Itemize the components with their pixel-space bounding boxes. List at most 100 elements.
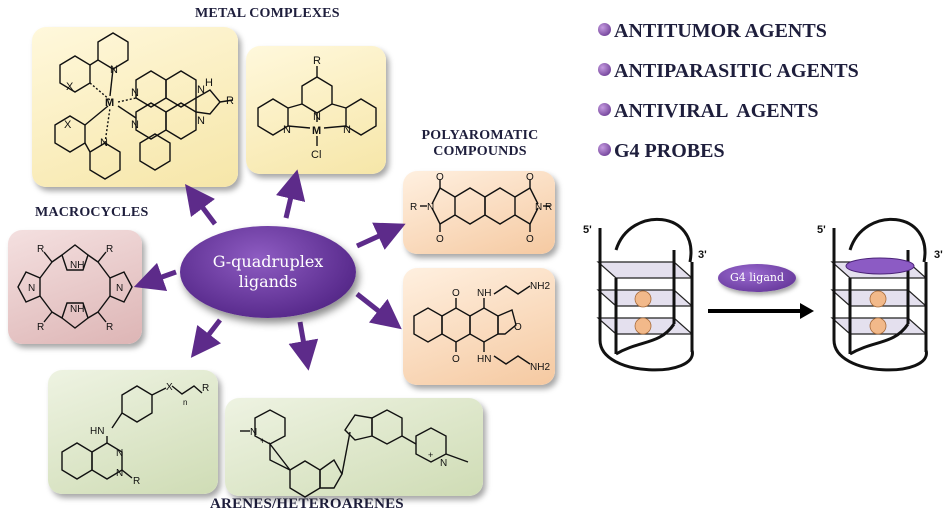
activity-antiparasitic-label: ANTIPARASITIC AGENTS bbox=[614, 60, 859, 82]
activity-antitumor-label: ANTITUMOR AGENTS bbox=[614, 20, 827, 42]
atom-n-15: N bbox=[116, 468, 123, 479]
atom-r-7: R bbox=[37, 322, 44, 333]
atom-n-3: N bbox=[131, 87, 139, 99]
atom-r-4: R bbox=[545, 202, 552, 213]
atom-n-11: N bbox=[535, 202, 542, 213]
atom-n-10: N bbox=[427, 202, 434, 213]
atom-n-4: N bbox=[131, 119, 139, 131]
center-label-line2: ligands bbox=[238, 272, 298, 291]
porphyrin-labels: NH NH N N R R R R bbox=[28, 244, 123, 333]
metal-complex-2-structure bbox=[257, 66, 377, 146]
naphthalene-diimide-structure bbox=[420, 180, 550, 232]
activity-antiviral-label: ANTIVIRAL AGENTS bbox=[614, 100, 819, 122]
atom-r-3: R bbox=[410, 202, 417, 213]
arrow-to-arene-1 bbox=[190, 318, 222, 358]
atom-o-2: O bbox=[526, 172, 534, 183]
atom-m-1: M bbox=[105, 97, 114, 109]
metal-complex-1-labels: M X X N N N N N N H R bbox=[64, 64, 234, 149]
activity-g4-probes-label: G4 PROBES bbox=[614, 140, 725, 162]
metal-complex-1-structure bbox=[54, 32, 234, 180]
atom-r-10: R bbox=[133, 476, 140, 487]
atom-r-6: R bbox=[106, 244, 113, 255]
arrow-to-metal-1 bbox=[185, 184, 217, 226]
g4-ligand-pill: G4 ligand bbox=[718, 264, 796, 292]
atom-o-7: O bbox=[514, 322, 522, 333]
arenes-title: ARENES/HETEROARENES bbox=[210, 496, 404, 512]
atom-n-14: N bbox=[116, 448, 123, 459]
polyaromatic-box-2 bbox=[403, 268, 555, 385]
atom-r-1: R bbox=[226, 95, 234, 107]
atom-n-8: N bbox=[283, 124, 291, 136]
atom-nh-2: NH bbox=[70, 260, 84, 271]
bullet-icon bbox=[598, 23, 611, 36]
center-label-line1: G-quadruplex bbox=[212, 252, 324, 271]
atom-r-2: R bbox=[313, 55, 321, 67]
bullet-icon bbox=[598, 143, 611, 156]
atom-o-1: O bbox=[436, 172, 444, 183]
strand-5prime-label-2: 5' bbox=[817, 224, 826, 236]
g-quadruplex-free: 5' 3' bbox=[583, 217, 707, 372]
cation-4 bbox=[869, 317, 887, 335]
naphthalene-diimide-labels: N N R R O O O O bbox=[410, 172, 552, 245]
pyridinium-labels: N + N + bbox=[250, 427, 447, 469]
atom-n-1: N bbox=[110, 64, 118, 76]
metal-complexes-title: METAL COMPLEXES bbox=[195, 6, 340, 21]
anthraquinone-structure bbox=[413, 285, 531, 365]
atom-n-12: N bbox=[28, 283, 35, 294]
strand-5prime-label-1: 5' bbox=[583, 224, 592, 236]
atom-x-2: X bbox=[64, 119, 72, 131]
strand-3prime-label-1: 3' bbox=[698, 249, 707, 261]
atom-n-subscript: n bbox=[183, 398, 187, 407]
atom-n-17: N bbox=[440, 458, 447, 469]
cation-1 bbox=[634, 290, 652, 308]
bound-ligand-disc bbox=[845, 257, 915, 275]
porphyrin-structure bbox=[17, 244, 133, 329]
charge-plus-2: + bbox=[428, 450, 433, 460]
atom-x-1: X bbox=[66, 81, 74, 93]
metal-complex-box-1 bbox=[32, 27, 238, 187]
atom-o-5: O bbox=[452, 288, 460, 299]
arrow-to-polyaromatic-2 bbox=[355, 292, 402, 330]
pyridinium-structure bbox=[240, 409, 469, 498]
atom-n-16: N bbox=[250, 427, 257, 438]
cation-2 bbox=[634, 317, 652, 335]
atom-nh-3: NH bbox=[70, 304, 84, 315]
arrow-to-arene-2 bbox=[288, 321, 319, 371]
polyaromatic-title-line1: POLYAROMATIC bbox=[421, 128, 539, 143]
atom-r-5: R bbox=[37, 244, 44, 255]
polyaromatic-title-line2: COMPOUNDS bbox=[433, 144, 527, 159]
atom-n-9: N bbox=[343, 124, 351, 136]
atom-nh2-1: NH2 bbox=[530, 281, 550, 292]
binding-arrow bbox=[708, 303, 814, 319]
atom-n-6: N bbox=[197, 115, 205, 127]
quinazoline-structure bbox=[61, 385, 203, 480]
atom-m-2: M bbox=[312, 125, 321, 137]
activity-antitumor: ANTITUMOR AGENTS bbox=[598, 20, 827, 43]
arrow-to-metal-2 bbox=[275, 169, 306, 219]
atom-o-3: O bbox=[436, 234, 444, 245]
atom-o-6: O bbox=[452, 354, 460, 365]
arrow-to-macrocycle bbox=[133, 262, 177, 292]
purple-arrows bbox=[133, 169, 406, 371]
atom-hn-1: HN bbox=[477, 354, 491, 365]
activity-antiviral: ANTIVIRAL AGENTS bbox=[598, 100, 819, 123]
cation-3 bbox=[869, 290, 887, 308]
atom-nh-1: NH bbox=[477, 288, 491, 299]
atom-hn-2: HN bbox=[90, 426, 104, 437]
macrocycles-title: MACROCYCLES bbox=[35, 205, 149, 220]
atom-r-8: R bbox=[106, 322, 113, 333]
charge-plus-1: + bbox=[260, 436, 265, 446]
activity-antiparasitic: ANTIPARASITIC AGENTS bbox=[598, 60, 859, 83]
metal-complex-box-2 bbox=[246, 46, 386, 174]
g-quartet-plane-1 bbox=[596, 261, 694, 279]
atom-h-1: H bbox=[205, 77, 213, 89]
atom-cl: Cl bbox=[311, 149, 321, 161]
atom-n-5: N bbox=[197, 84, 205, 96]
atom-r-9: R bbox=[202, 383, 209, 394]
bullet-icon bbox=[598, 63, 611, 76]
arenes-box-1 bbox=[48, 370, 218, 494]
macrocycle-box bbox=[8, 230, 142, 344]
atom-o-4: O bbox=[526, 234, 534, 245]
quinazoline-labels: HN X R n N N R bbox=[90, 382, 209, 487]
